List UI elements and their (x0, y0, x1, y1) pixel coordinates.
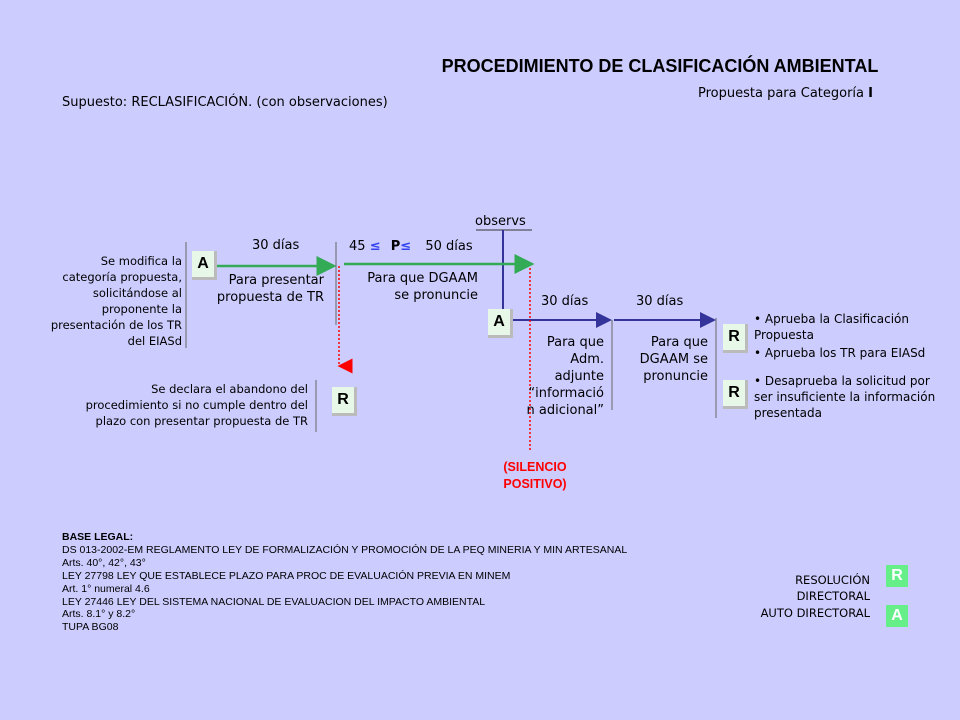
scenario-subtitle: Supuesto: RECLASIFICACIÓN. (con observac… (62, 95, 388, 110)
silence-positive-label: (SILENCIO POSITIVO) (503, 460, 567, 491)
stage1-days: 30 días (252, 238, 300, 253)
observs-label: observs (475, 214, 526, 229)
stage3-description: Para que Adm. adjunte “informació n adic… (526, 335, 604, 418)
legal-line: LEY 27798 LEY QUE ESTABLECE PLAZO PARA P… (62, 569, 511, 582)
legal-base: BASE LEGAL: DS 013-2002-EM REGLAMENTO LE… (62, 531, 627, 634)
abandon-note: Se declara el abandono del procedimiento… (85, 382, 308, 428)
outcome-approve-list: • Aprueba la Clasificación Propuesta • A… (754, 311, 944, 361)
stage4-days: 30 días (636, 294, 684, 309)
legal-line: Arts. 8.1° y 8.2° (62, 608, 136, 621)
legal-line: LEY 27446 LEY DEL SISTEMA NACIONAL DE EV… (62, 595, 486, 608)
legend-auto-label: AUTO DIRECTORAL (760, 606, 870, 620)
legal-line: DS 013-2002-EM REGLAMENTO LEY DE FORMALI… (62, 543, 628, 556)
list-item: • Desaprueba la solicitud por ser insufi… (754, 374, 936, 420)
page-title: PROCEDIMIENTO DE CLASIFICACIÓN AMBIENTAL (441, 56, 879, 76)
stage4-description: Para que DGAAM se pronuncie (639, 335, 708, 384)
stage2-description: Para que DGAAM se pronuncie (367, 271, 478, 303)
legal-heading: BASE LEGAL: (62, 531, 134, 543)
legal-line: Art. 1° numeral 4.6 (62, 582, 150, 595)
resolution-badge-abandon: R (332, 387, 357, 416)
list-item: • Aprueba la Clasificación Propuesta (754, 312, 909, 342)
proposal-category: Propuesta para Categoría I (698, 86, 873, 101)
auto-directoral-badge: A (192, 251, 217, 280)
auto-directoral-badge-observs: A (488, 309, 513, 338)
stage2-range: 45 ≤ P≤ 50 días (349, 239, 473, 254)
legal-line: TUPA BG08 (62, 621, 119, 634)
stage3-days: 30 días (541, 294, 589, 309)
stage1-description: Para presentar propuesta de TR (216, 273, 324, 305)
legend-resolution-label: RESOLUCIÓN DIRECTORAL (795, 573, 870, 603)
outcome-reject-list: • Desaprueba la solicitud por ser insufi… (754, 373, 936, 421)
proposal-text: Propuesta para Categoría (698, 86, 865, 101)
legend-resolution-badge: R (886, 565, 908, 587)
proposal-category-value: I (868, 86, 873, 101)
legend-auto-badge: A (886, 605, 908, 627)
resolution-badge-reject: R (723, 380, 748, 409)
legal-line: Arts. 40°, 42°, 43° (62, 556, 146, 569)
list-item: • Aprueba los TR para EIASd (754, 346, 926, 360)
resolution-badge-approve: R (723, 324, 748, 353)
left-note: Se modifica la categoría propuesta, soli… (50, 254, 182, 348)
